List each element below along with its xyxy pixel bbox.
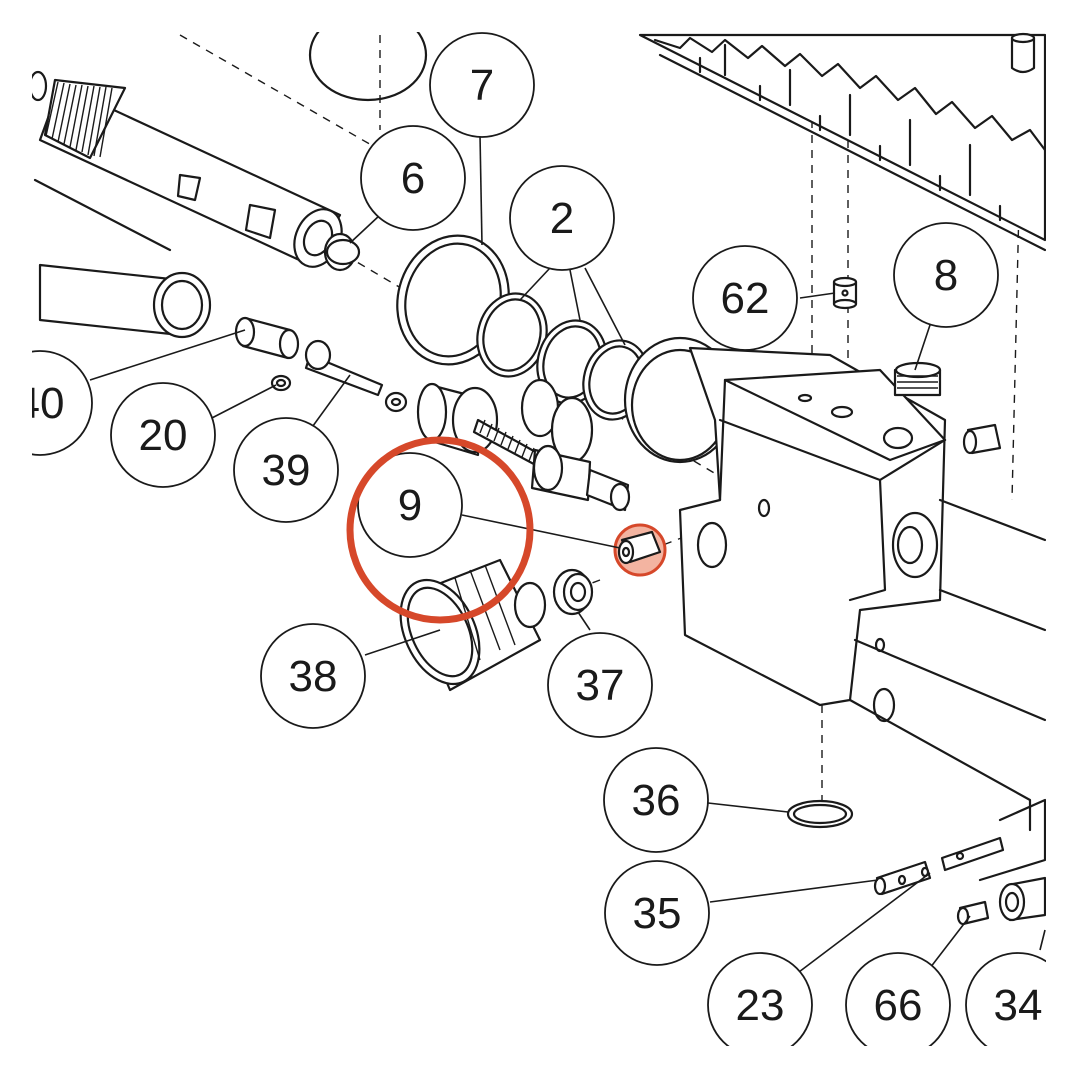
lower-pins <box>873 836 1047 926</box>
callout-38: 38 <box>260 623 366 729</box>
callout-label-20: 20 <box>139 411 188 460</box>
callout-label-9: 9 <box>398 481 422 530</box>
callout-62: 62 <box>692 245 798 351</box>
callout-66: 66 <box>845 952 951 1058</box>
callout-label-62: 62 <box>721 274 770 323</box>
callout-label-8: 8 <box>934 251 958 300</box>
callout-label-34: 34 <box>994 981 1043 1030</box>
right-margin <box>1046 0 1080 1080</box>
callout-20: 20 <box>110 382 216 488</box>
callout-34: 34 <box>965 952 1071 1058</box>
top-pin <box>1010 32 1036 74</box>
callout-7: 7 <box>429 32 535 138</box>
o-rings <box>325 234 650 421</box>
callout-label-23: 23 <box>736 981 785 1030</box>
highlight-ring-part-9 <box>346 436 534 624</box>
part-36-o-ring-inner <box>792 803 848 825</box>
callout-23: 23 <box>707 952 813 1058</box>
small-fittings <box>234 316 408 413</box>
callout-label-36: 36 <box>632 776 681 825</box>
callout-label-39: 39 <box>262 446 311 495</box>
callout-label-6: 6 <box>401 154 425 203</box>
valve-stack <box>416 378 631 512</box>
leader-lines <box>89 134 1046 976</box>
top-rail <box>638 33 1047 252</box>
callout-36: 36 <box>603 747 709 853</box>
callout-37: 37 <box>547 632 653 738</box>
callout-35: 35 <box>604 860 710 966</box>
callout-8: 8 <box>893 222 999 328</box>
small-cylinder-right <box>962 423 1002 455</box>
callout-2: 2 <box>509 165 615 271</box>
part-9-nozzle <box>613 523 667 577</box>
part-62-pin <box>832 276 858 310</box>
callout-6: 6 <box>360 125 466 231</box>
tube-part-40 <box>33 178 212 339</box>
callout-label-37: 37 <box>576 661 625 710</box>
left-margin <box>0 0 32 1080</box>
main-housing <box>623 336 1047 882</box>
callout-label-2: 2 <box>550 194 574 243</box>
callout-39: 39 <box>233 417 339 523</box>
callout-label-7: 7 <box>470 61 494 110</box>
top-margin <box>0 0 1080 32</box>
callout-label-66: 66 <box>874 981 923 1030</box>
callout-label-35: 35 <box>633 889 682 938</box>
callout-label-38: 38 <box>289 652 338 701</box>
barrel-assembly <box>28 70 357 272</box>
part-37-bushing <box>552 568 594 616</box>
callout-9: 9 <box>357 452 463 558</box>
part-38-knurled-cap <box>399 558 547 692</box>
part-8-set-screw <box>893 361 942 397</box>
bottom-margin <box>0 1046 1080 1080</box>
